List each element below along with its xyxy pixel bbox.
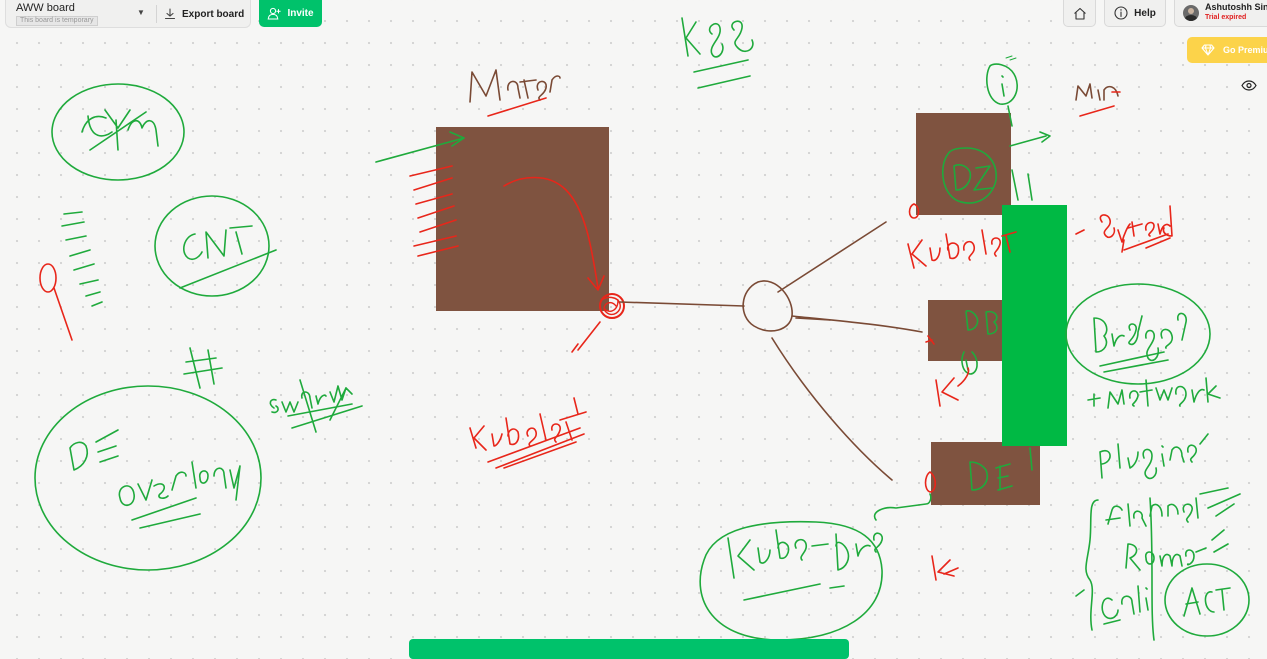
diamond-icon xyxy=(1201,44,1215,56)
green-ink-left xyxy=(34,83,363,571)
board-name: AWW board xyxy=(16,2,75,14)
add-user-icon xyxy=(268,7,282,20)
trial-status: Trial expired xyxy=(1205,14,1247,21)
download-icon xyxy=(164,8,176,20)
master-node-box[interactable] xyxy=(436,127,609,311)
worker-node-box-1[interactable] xyxy=(916,113,1011,215)
go-premium-button[interactable]: Go Premium xyxy=(1187,37,1267,63)
user-name: Ashutoshh Singh xyxy=(1205,2,1267,12)
board-selector[interactable]: AWW board This board is temporary ▼ Expo… xyxy=(5,0,251,28)
bottom-toolbar[interactable] xyxy=(409,639,849,659)
master-annotations xyxy=(375,17,754,469)
connection-lines xyxy=(619,221,923,481)
visibility-toggle[interactable] xyxy=(1240,78,1258,92)
circle-overlay xyxy=(34,385,262,571)
info-icon xyxy=(1114,6,1128,20)
board-temporary-note: This board is temporary xyxy=(16,16,98,26)
worker-node-box-3[interactable] xyxy=(931,442,1040,505)
circle-cram xyxy=(51,83,185,181)
user-account[interactable]: Ashutoshh Singh Trial expired xyxy=(1174,0,1267,27)
toolbar-divider xyxy=(156,5,157,23)
go-premium-label: Go Premium xyxy=(1223,45,1267,55)
right-annotations xyxy=(699,55,1250,641)
export-board-label: Export board xyxy=(182,8,245,20)
invite-label: Invite xyxy=(287,8,314,19)
invite-button[interactable]: Invite xyxy=(259,0,322,27)
chevron-down-icon[interactable]: ▼ xyxy=(137,8,145,17)
export-board-button[interactable]: Export board xyxy=(164,5,244,23)
green-bar-shape[interactable] xyxy=(1002,205,1067,446)
home-icon xyxy=(1073,7,1086,20)
eye-icon xyxy=(1241,79,1257,91)
help-button[interactable]: Help xyxy=(1104,0,1166,27)
circle-cni xyxy=(154,195,270,297)
avatar xyxy=(1183,5,1199,21)
home-button[interactable] xyxy=(1063,0,1096,27)
help-label: Help xyxy=(1134,7,1156,19)
red-ink-left xyxy=(39,263,73,341)
